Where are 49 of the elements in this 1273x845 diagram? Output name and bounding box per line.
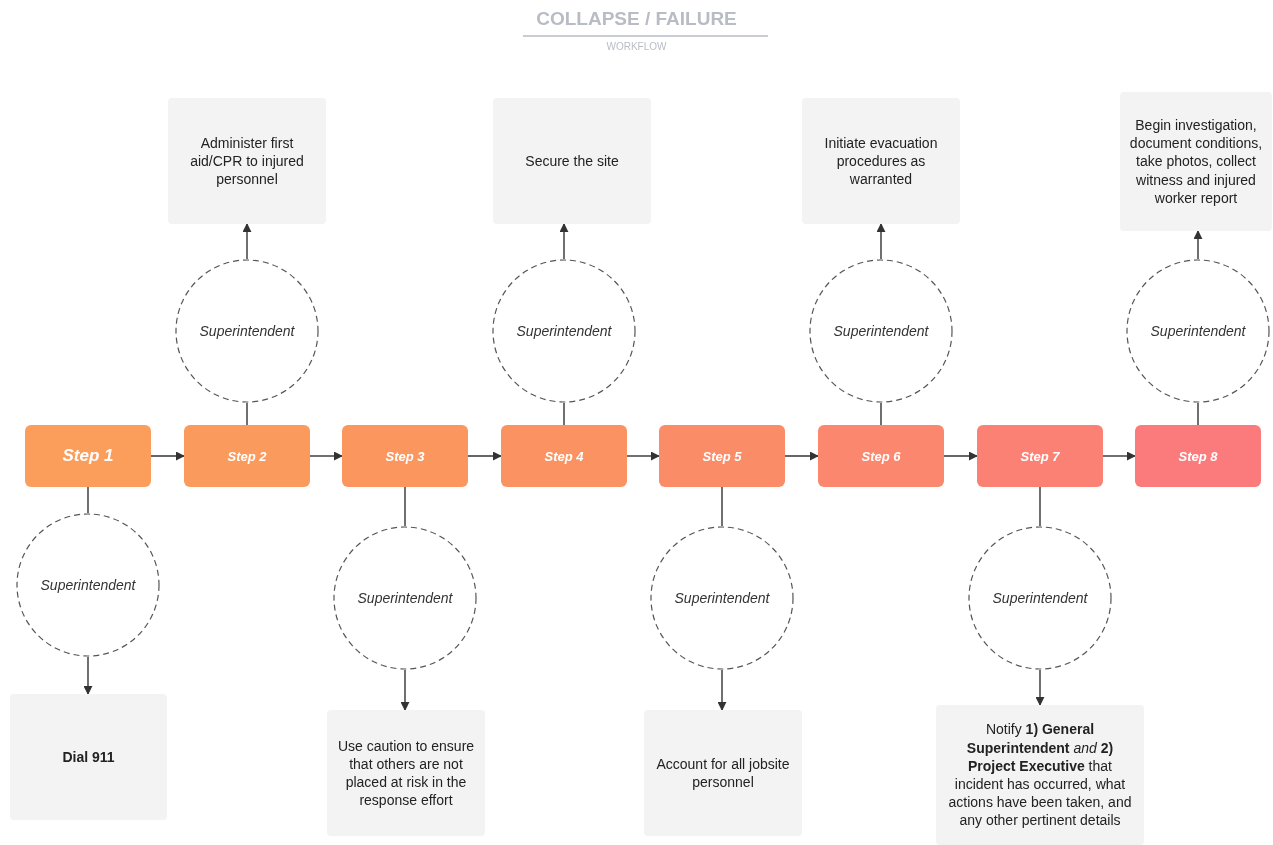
role-label: Superintendent [833, 323, 929, 339]
step-box: Step 6 [818, 425, 944, 487]
action-box: Dial 911 [10, 694, 167, 820]
arrow [242, 223, 252, 260]
step-box: Step 7 [977, 425, 1103, 487]
step-box: Step 2 [184, 425, 310, 487]
arrow [559, 223, 569, 260]
role-label: Superintendent [199, 323, 295, 339]
action-box: Initiate evacuation procedures as warranted [802, 98, 960, 224]
connector-line [1197, 402, 1199, 426]
role-label: Superintendent [1150, 323, 1246, 339]
arrow [1035, 669, 1045, 706]
role-label: Superintendent [992, 590, 1088, 606]
action-box: Begin investigation, document conditions, take photos, collect witness and injured worker report [1120, 92, 1272, 231]
role-label: Superintendent [40, 577, 136, 593]
arrow [150, 451, 185, 461]
arrow [717, 669, 727, 711]
arrow [467, 451, 502, 461]
role-label: Superintendent [516, 323, 612, 339]
connector-line [246, 402, 248, 426]
arrow [1193, 230, 1203, 260]
arrow [784, 451, 819, 461]
diagram-title: COLLAPSE / FAILURE [535, 8, 738, 30]
role-label: Superintendent [674, 590, 770, 606]
diagram-subtitle: WORKFLOW [605, 41, 668, 52]
step-box: Step 5 [659, 425, 785, 487]
step-box: Step 8 [1135, 425, 1261, 487]
action-box: Secure the site [493, 98, 651, 224]
action-box: Use caution to ensure that others are not placed at risk in the response effort [327, 710, 485, 836]
connector-line [404, 486, 406, 527]
step-box: Step 3 [342, 425, 468, 487]
action-box: Administer first aid/CPR to injured personnel [168, 98, 326, 224]
connector-line [880, 402, 882, 426]
arrow [943, 451, 978, 461]
connector-line [1039, 486, 1041, 527]
connector-line [563, 402, 565, 426]
action-box: Account for all jobsite personnel [644, 710, 802, 836]
arrow [1102, 451, 1136, 461]
arrow [876, 223, 886, 260]
arrow [83, 656, 93, 695]
step-box: Step 1 [25, 425, 151, 487]
connector-line [87, 486, 89, 514]
action-box: Notify 1) General Superintendent and 2) Project Executive that incident has occurred, what actions have been taken, and any other pertinent details [936, 705, 1144, 845]
arrow [400, 669, 410, 711]
step-box: Step 4 [501, 425, 627, 487]
arrow [309, 451, 343, 461]
role-label: Superintendent [357, 590, 453, 606]
connector-line [721, 486, 723, 527]
arrow [626, 451, 660, 461]
